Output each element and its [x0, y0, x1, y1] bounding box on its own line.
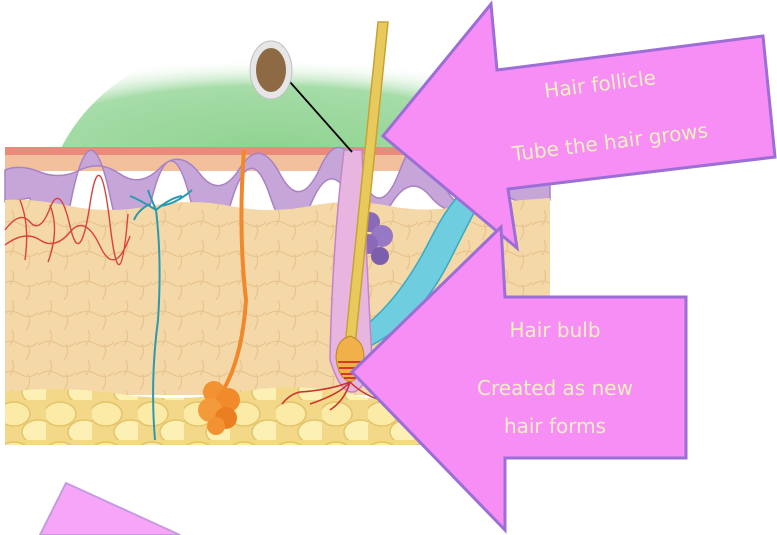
hair-bulb-description-line1: Created as new: [455, 376, 655, 400]
hair-bulb-title: Hair bulb: [480, 318, 630, 342]
partial-callout-arrow: [40, 483, 180, 535]
hair-bulb-description-line2: hair forms: [455, 414, 655, 438]
